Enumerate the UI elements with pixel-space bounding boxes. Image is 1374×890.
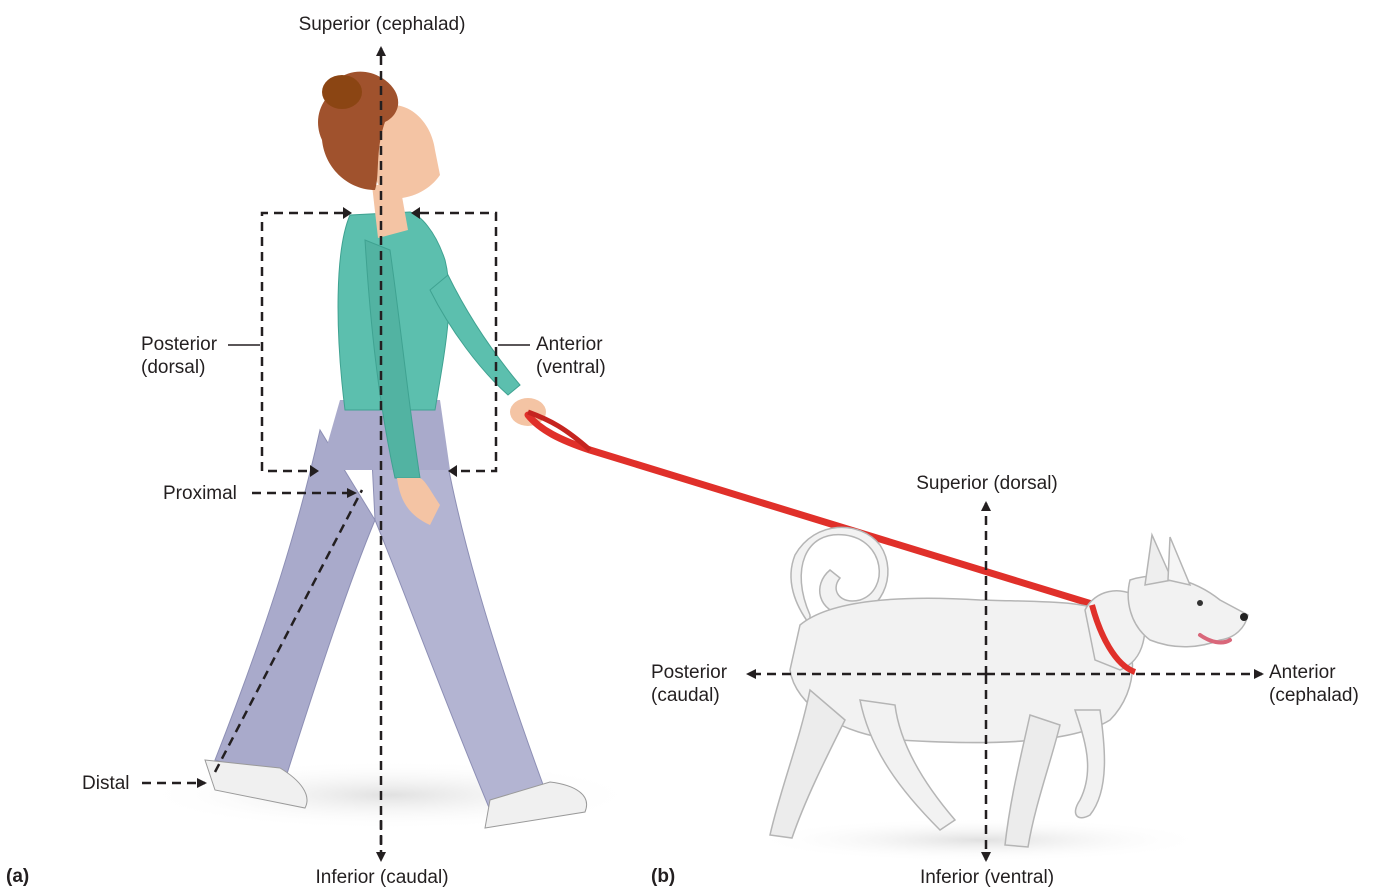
posterior-line-2: (dorsal) <box>141 356 217 379</box>
dog-front-right-leg <box>1075 710 1104 818</box>
leash <box>528 415 1095 605</box>
dog-nose <box>1240 613 1248 621</box>
dog-posterior-line-1: Posterior <box>651 661 727 684</box>
dog-posterior-line-2: (caudal) <box>651 684 727 707</box>
dog-anterior-line-1: Anterior <box>1269 661 1359 684</box>
dog-shadow <box>750 818 1210 862</box>
label-distal: Distal <box>82 772 130 795</box>
posterior-line-1: Posterior <box>141 333 217 356</box>
label-proximal: Proximal <box>163 482 237 505</box>
panel-label-a: (a) <box>6 866 29 888</box>
label-superior-dorsal: Superior (dorsal) <box>916 472 1058 495</box>
label-inferior-ventral: Inferior (ventral) <box>920 866 1054 889</box>
leash-loop <box>528 412 590 450</box>
label-dog-anterior-cephalad: Anterior (cephalad) <box>1269 661 1359 707</box>
woman-figure <box>140 72 640 830</box>
anterior-line-2: (ventral) <box>536 356 606 379</box>
anterior-line-1: Anterior <box>536 333 606 356</box>
dog-ear-right <box>1168 537 1190 585</box>
panel-label-b: (b) <box>651 866 675 888</box>
label-dog-posterior-caudal: Posterior (caudal) <box>651 661 727 707</box>
dog-head <box>1128 576 1248 647</box>
label-inferior-caudal: Inferior (caudal) <box>315 866 448 889</box>
label-superior-cephalad: Superior (cephalad) <box>299 13 466 36</box>
label-anterior-ventral: Anterior (ventral) <box>536 333 606 379</box>
woman-hair-bun <box>322 75 362 109</box>
dog-anterior-line-2: (cephalad) <box>1269 684 1359 707</box>
dog-eye <box>1197 600 1203 606</box>
dog-back-left-leg <box>770 690 845 838</box>
label-posterior-dorsal: Posterior (dorsal) <box>141 333 217 379</box>
